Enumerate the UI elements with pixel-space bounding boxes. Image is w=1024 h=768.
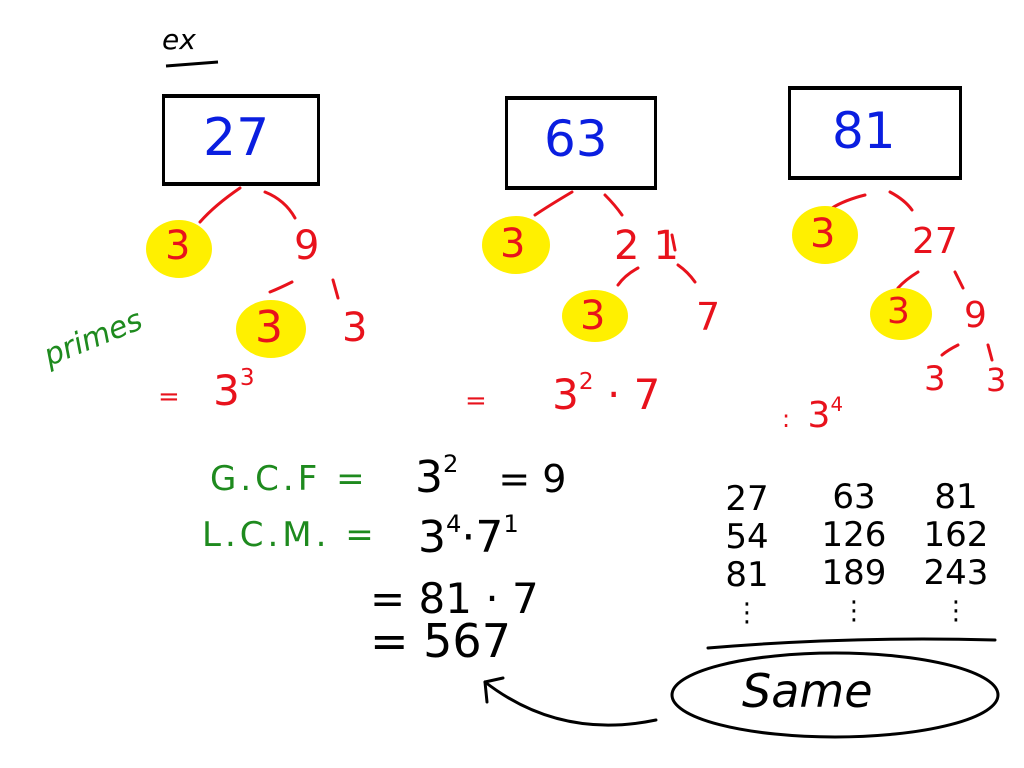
multiple-value: 189 <box>821 553 887 593</box>
result-63: = 32 · 7 <box>465 370 660 416</box>
multiple-value: 243 <box>923 553 989 593</box>
gcf-label: G.C.F = <box>210 459 369 499</box>
root-number-81: 81 <box>832 102 896 160</box>
tree-node: 9 <box>964 295 987 336</box>
prime-highlight <box>482 216 550 274</box>
multiple-value: 81 <box>725 555 769 595</box>
result-base: 3 <box>213 366 240 415</box>
result-base: 3 <box>807 395 831 436</box>
result-27: = 33 <box>158 366 255 412</box>
prime-highlight <box>562 290 628 342</box>
tree-node: 27 <box>912 221 958 262</box>
same-oval <box>670 651 1000 739</box>
same-label: Same <box>742 664 873 718</box>
multiple-value: 162 <box>923 515 989 555</box>
tree-node: 3 <box>165 223 191 269</box>
lcm-base1: 3 <box>418 512 446 563</box>
result-rest: · 7 <box>606 370 661 419</box>
prime-highlight <box>870 288 932 340</box>
gcf-base: 3 <box>415 452 443 503</box>
tree-node: 3 <box>986 361 1007 399</box>
tree-node: 3 <box>342 305 368 351</box>
result-exp: 4 <box>830 393 844 417</box>
lcm-dot: · <box>461 512 476 563</box>
multiple-value: 63 <box>832 477 876 517</box>
heading-ex: ex <box>162 23 196 56</box>
lcm-base2: 7 <box>475 512 504 563</box>
multiples-column: 81 162 243 ⋮ <box>916 478 996 630</box>
lcm-label: L.C.M. = <box>202 515 378 555</box>
multiples-column: 27 54 81 ⋮ <box>712 480 782 632</box>
prime-highlight <box>236 300 306 358</box>
multiple-value: 54 <box>725 517 769 557</box>
root-number-27: 27 <box>203 108 270 168</box>
tree-node: 21 <box>614 223 693 269</box>
tree-node: 3 <box>255 302 283 353</box>
result-eq: : <box>782 405 791 433</box>
tree-node: 9 <box>294 223 320 269</box>
lcm-exp1: 4 <box>446 510 462 539</box>
multiple-ellipsis: ⋮ <box>943 596 969 626</box>
arrow-to-lcm <box>483 680 658 727</box>
lcm-line3: = 567 <box>370 614 511 668</box>
tree-node: 3 <box>580 293 606 339</box>
gcf-result: = 9 <box>498 457 567 501</box>
prime-highlight <box>146 220 212 278</box>
result-base: 3 <box>552 370 579 419</box>
heading-underline <box>165 60 219 68</box>
root-box-63 <box>505 96 657 190</box>
lcm-value: 34·71 <box>418 512 519 560</box>
tree-node: 3 <box>924 359 946 399</box>
multiple-value: 27 <box>725 479 769 519</box>
multiples-column: 63 126 189 ⋮ <box>814 478 894 630</box>
result-eq: = <box>158 382 180 412</box>
result-81: : 34 <box>782 395 843 436</box>
tree-node: 7 <box>696 295 721 339</box>
multiple-ellipsis: ⋮ <box>841 596 867 626</box>
result-eq: = <box>465 386 487 416</box>
root-box-27 <box>162 94 320 186</box>
tree-node: 3 <box>810 211 836 257</box>
result-exp: 2 <box>578 368 594 395</box>
multiple-value: 81 <box>934 477 978 517</box>
gcf-exp: 2 <box>443 450 459 479</box>
multiple-value: 126 <box>821 515 887 555</box>
lcm-exp2: 1 <box>503 510 519 539</box>
multiple-ellipsis: ⋮ <box>734 598 760 628</box>
lcm-line2: = 81 · 7 <box>370 574 539 623</box>
tree-node: 3 <box>887 291 910 332</box>
multiples-underline <box>706 637 997 650</box>
tree-node: 3 <box>500 221 526 267</box>
gcf-value: 32 = 9 <box>415 452 567 501</box>
result-exp: 3 <box>239 364 255 391</box>
root-box-81 <box>788 86 962 180</box>
root-number-63: 63 <box>544 110 608 168</box>
prime-highlight <box>792 206 858 264</box>
